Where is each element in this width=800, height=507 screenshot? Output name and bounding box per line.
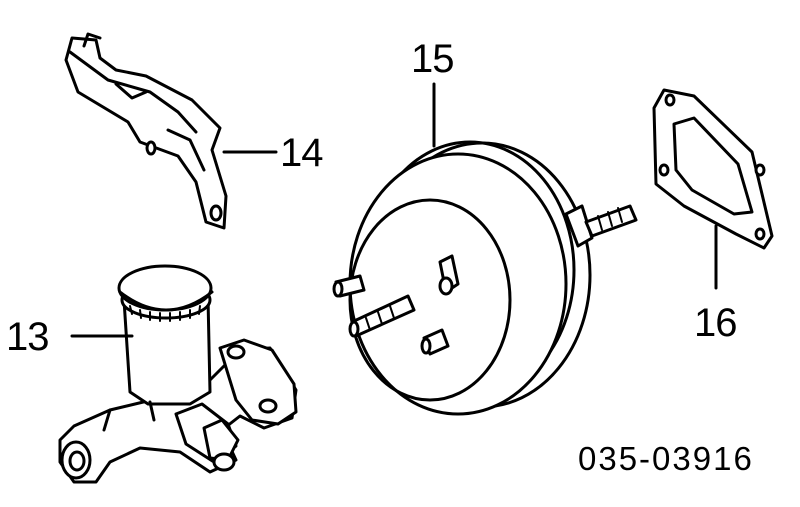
leader-lines — [70, 82, 718, 338]
bracket-part-14 — [64, 32, 228, 230]
gasket-part-16 — [652, 88, 774, 250]
master-cylinder-part-13 — [58, 264, 298, 484]
callout-14: 14 — [280, 131, 323, 175]
diagram-code: 035-03916 — [578, 440, 754, 477]
callout-16: 16 — [694, 301, 737, 345]
brake-booster-part-15 — [332, 140, 638, 416]
callout-13: 13 — [6, 315, 49, 359]
callout-15: 15 — [411, 37, 454, 81]
